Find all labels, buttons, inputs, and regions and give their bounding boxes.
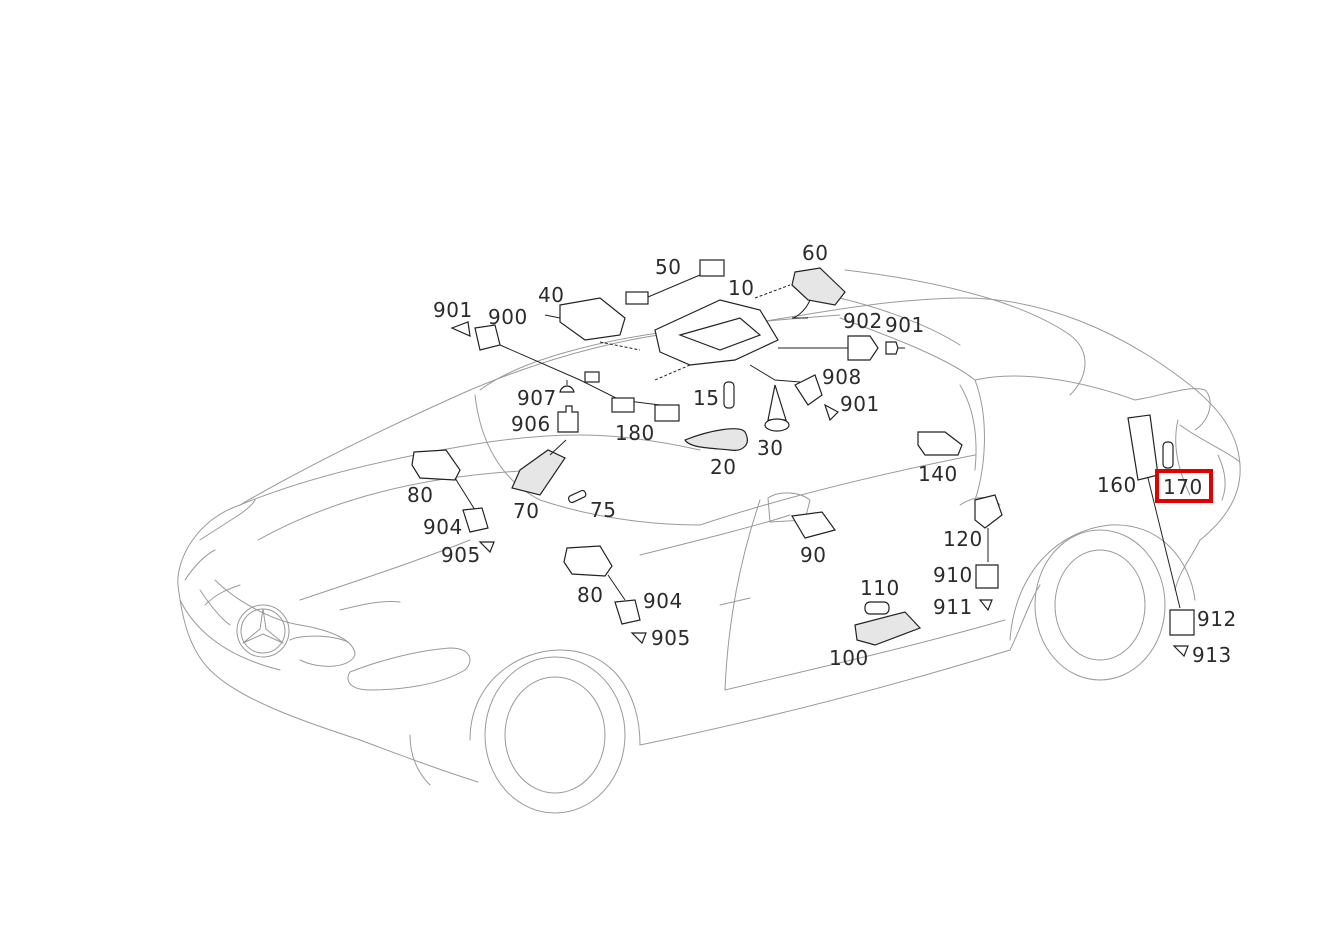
label-910[interactable]: 910 (933, 563, 973, 587)
label-907[interactable]: 907 (517, 386, 557, 410)
label-911[interactable]: 911 (933, 595, 973, 619)
label-913[interactable]: 913 (1192, 643, 1232, 667)
label-50[interactable]: 50 (655, 255, 681, 279)
label-30[interactable]: 30 (757, 436, 783, 460)
label-901-left[interactable]: 901 (433, 298, 473, 322)
highlight-box (1155, 469, 1213, 503)
label-912[interactable]: 912 (1197, 607, 1237, 631)
part-140-switch (917, 431, 963, 456)
part-75-bulb (567, 489, 587, 504)
label-904-middle[interactable]: 904 (643, 589, 683, 613)
part-100-lamp (854, 611, 922, 646)
label-40[interactable]: 40 (538, 283, 564, 307)
label-908[interactable]: 908 (822, 365, 862, 389)
part-160-lamp (1127, 414, 1195, 658)
label-60[interactable]: 60 (802, 241, 828, 265)
label-10[interactable]: 10 (728, 276, 754, 300)
part-906-socket (557, 405, 579, 433)
label-140[interactable]: 140 (918, 462, 958, 486)
label-80-middle[interactable]: 80 (577, 583, 603, 607)
part-50-cable (625, 259, 725, 305)
label-180[interactable]: 180 (615, 421, 655, 445)
label-70[interactable]: 70 (513, 499, 539, 523)
label-80-left[interactable]: 80 (407, 483, 433, 507)
part-170-bulb (1162, 441, 1174, 469)
part-70-lamp (511, 439, 567, 496)
part-80-lamp (411, 449, 495, 554)
label-120[interactable]: 120 (943, 527, 983, 551)
label-906[interactable]: 906 (511, 412, 551, 436)
part-901-bulb (450, 321, 471, 337)
part-900-socket (474, 324, 680, 422)
label-100[interactable]: 100 (829, 646, 869, 670)
label-20[interactable]: 20 (710, 455, 736, 479)
label-170[interactable]: 170 (1163, 475, 1203, 499)
part-10-overhead-console (654, 284, 791, 366)
part-30-clip (764, 384, 790, 432)
label-15[interactable]: 15 (693, 386, 719, 410)
part-902-socket (778, 335, 905, 361)
part-110-bulb (864, 601, 890, 615)
part-908-socket (749, 364, 839, 422)
part-60-module (791, 267, 846, 319)
part-907-bulb (559, 380, 575, 393)
label-905-middle[interactable]: 905 (651, 626, 691, 650)
label-160[interactable]: 160 (1097, 473, 1137, 497)
part-120-switch (974, 494, 1003, 612)
label-75[interactable]: 75 (590, 498, 616, 522)
part-40-control-unit (544, 297, 641, 351)
part-20-trim (684, 428, 748, 451)
part-labels: 50 60 40 10 901 900 902 901 907 15 908 9… (407, 241, 1237, 670)
parts (411, 259, 1195, 658)
label-90[interactable]: 90 (800, 543, 826, 567)
part-90-switch (791, 511, 836, 539)
part-80-lamp-2 (563, 545, 647, 645)
label-904-left[interactable]: 904 (423, 515, 463, 539)
label-905-left[interactable]: 905 (441, 543, 481, 567)
label-110[interactable]: 110 (860, 576, 900, 600)
label-902[interactable]: 902 (843, 309, 883, 333)
label-900[interactable]: 900 (488, 305, 528, 329)
label-901-right[interactable]: 901 (885, 313, 925, 337)
label-901-lower[interactable]: 901 (840, 392, 880, 416)
part-15-bulb (723, 381, 735, 409)
car-outline (177, 269, 1241, 814)
